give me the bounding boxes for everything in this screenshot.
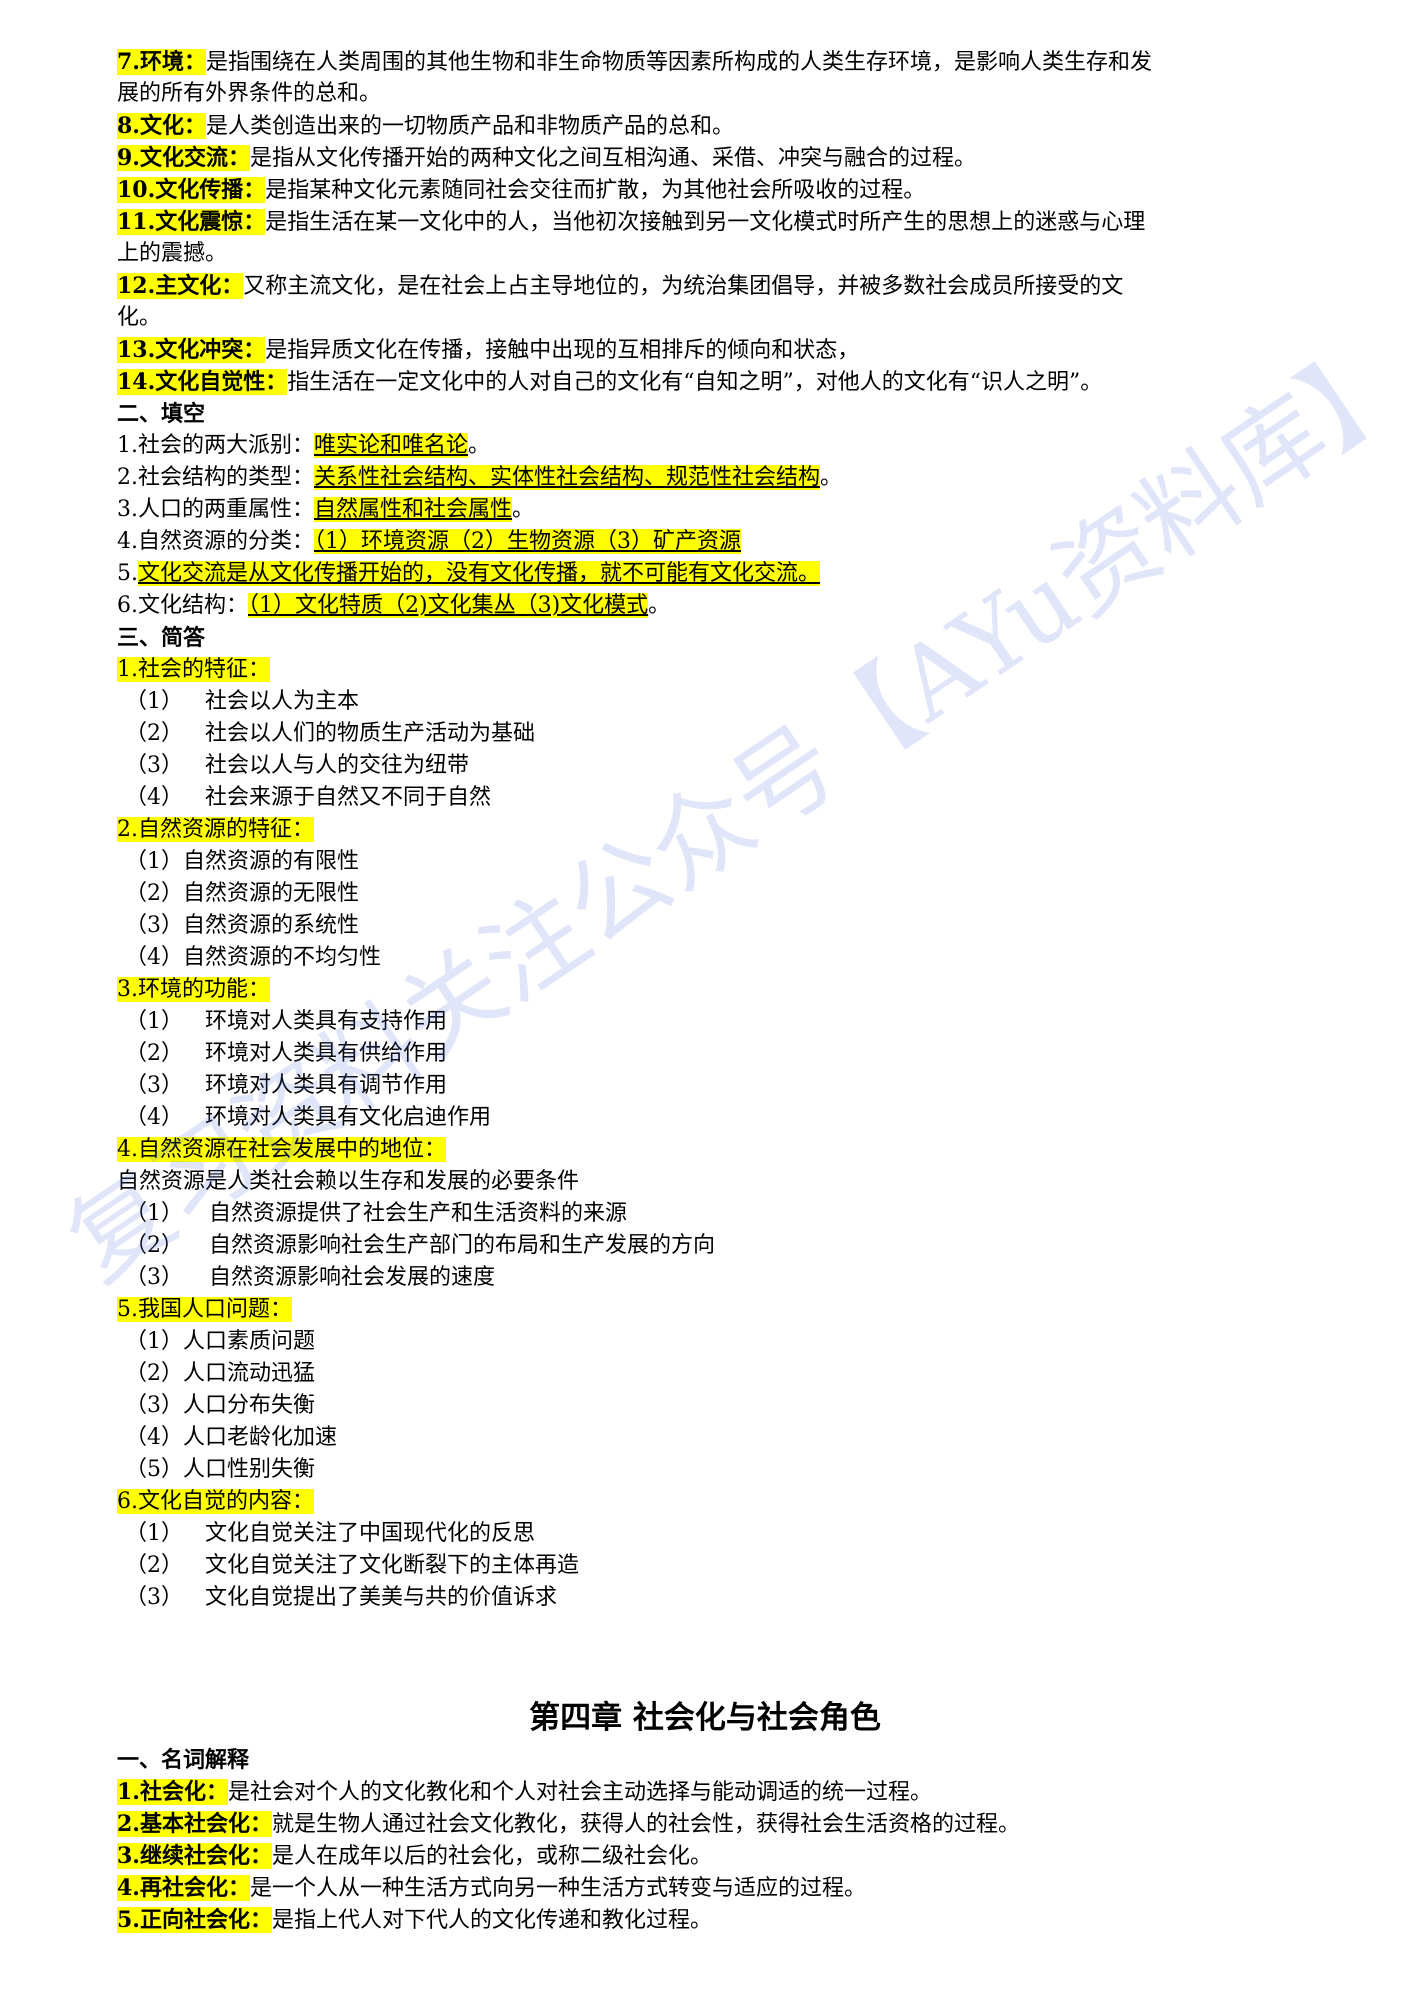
term-definition: 是指围绕在人类周围的其他生物和非生命物质等因素所构成的人类生存环境，是影响人类生…: [205, 50, 1152, 75]
term-7: 7.环境：是指围绕在人类周围的其他生物和非生命物质等因素所构成的人类生存环境，是…: [117, 46, 1152, 79]
fill-answer: 文化交流是从文化传播开始的，没有文化传播，就不可能有文化交流。: [138, 561, 821, 586]
term-label: 1.社会化：: [117, 1779, 228, 1805]
short-section-title-6: 6.文化自觉的内容：: [117, 1489, 314, 1514]
fill-item-3: 3.人口的两重属性：自然属性和社会属性。: [117, 497, 535, 522]
fill-item-1: 1.社会的两大派别：唯实论和唯名论。: [117, 433, 491, 458]
fill-answer: 唯实论和唯名论: [314, 433, 469, 458]
term-12-cont: 化。: [117, 305, 162, 330]
list-item: （4）自然资源的不均匀性: [125, 945, 382, 970]
term-label: 5.正向社会化：: [117, 1907, 272, 1933]
term-9: 9.文化交流：是指从文化传播开始的两种文化之间互相沟通、采借、冲突与融合的过程。: [117, 142, 976, 175]
term-10: 10.文化传播：是指某种文化元素随同社会交往而扩散，为其他社会所吸收的过程。: [117, 174, 925, 207]
short-section-title-5: 5.我国人口问题：: [117, 1297, 292, 1322]
term-label: 10.文化传播：: [117, 177, 266, 203]
list-item: （3）环境对人类具有调节作用: [125, 1073, 448, 1098]
fill-item-2: 2.社会结构的类型：关系性社会结构、实体性社会结构、规范性社会结构。: [117, 465, 843, 490]
term-label: 11.文化震惊：: [117, 209, 266, 235]
term-label: 14.文化自觉性：: [117, 369, 288, 395]
list-item: （3）人口分布失衡: [125, 1393, 316, 1418]
term-12: 12.主文化：又称主流文化，是在社会上占主导地位的，为统治集团倡导，并被多数社会…: [117, 270, 1123, 303]
list-item: （1）文化自觉关注了中国现代化的反思: [125, 1521, 536, 1546]
list-item: （3）自然资源影响社会发展的速度: [125, 1265, 496, 1290]
term-definition: 指生活在一定文化中的人对自己的文化有“自知之明”，对他人的文化有“识人之明”。: [287, 370, 1103, 395]
term-label: 7.环境：: [117, 49, 206, 75]
list-item: （2）人口流动迅猛: [125, 1361, 316, 1386]
list-item: （1）社会以人为主本: [125, 689, 360, 714]
term-definition: 是指从文化传播开始的两种文化之间互相沟通、采借、冲突与融合的过程。: [249, 146, 976, 171]
list-item: （4）人口老龄化加速: [125, 1425, 338, 1450]
short-section-title-4: 4.自然资源在社会发展中的地位：: [117, 1137, 446, 1162]
list-item: （1）环境对人类具有支持作用: [125, 1009, 448, 1034]
fill-answer: 关系性社会结构、实体性社会结构、规范性社会结构: [314, 465, 821, 490]
term-definition: 是指上代人对下代人的文化传递和教化过程。: [271, 1908, 712, 1933]
short-section-title-2: 2.自然资源的特征：: [117, 817, 314, 842]
term-definition: 又称主流文化，是在社会上占主导地位的，为统治集团倡导，并被多数社会成员所接受的文: [243, 274, 1124, 299]
ch4-term-1: 1.社会化：是社会对个人的文化教化和个人对社会主动选择与能动调适的统一过程。: [117, 1776, 932, 1809]
fill-item-4: 4.自然资源的分类：（1）环境资源（2）生物资源（3）矿产资源: [117, 529, 741, 554]
list-item: （2）社会以人们的物质生产活动为基础: [125, 721, 536, 746]
list-item: （1）人口素质问题: [125, 1329, 316, 1354]
term-definition: 是指生活在某一文化中的人，当他初次接触到另一文化模式时所产生的思想上的迷惑与心理: [265, 210, 1146, 235]
short-section-title-1: 1.社会的特征：: [117, 657, 270, 682]
term-11-cont: 上的震撼。: [117, 241, 228, 266]
list-item: （2）环境对人类具有供给作用: [125, 1041, 448, 1066]
short-heading: 三、简答: [117, 625, 206, 651]
list-item: （4）社会来源于自然又不同于自然: [125, 785, 492, 810]
term-label: 3.继续社会化：: [117, 1843, 272, 1869]
fill-answer: （1）文化特质（2)文化集丛（3)文化模式: [248, 593, 649, 618]
fill-answer: （1）环境资源（2）生物资源（3）矿产资源: [314, 529, 741, 554]
term-label: 4.再社会化：: [117, 1875, 250, 1901]
ch4-term-3: 3.继续社会化：是人在成年以后的社会化，或称二级社会化。: [117, 1840, 712, 1873]
ch4-term-2: 2.基本社会化：就是生物人通过社会文化教化，获得人的社会性，获得社会生活资格的过…: [117, 1808, 1020, 1841]
fill-item-6: 6.文化结构：（1）文化特质（2)文化集丛（3)文化模式。: [117, 593, 671, 618]
list-item: （1）自然资源的有限性: [125, 849, 360, 874]
fill-item-5: 5.文化交流是从文化传播开始的，没有文化传播，就不可能有文化交流。: [117, 561, 821, 586]
list-item: （2）自然资源的无限性: [125, 881, 360, 906]
term-label: 9.文化交流：: [117, 145, 250, 171]
term-label: 8.文化：: [117, 113, 206, 139]
list-item: （1）自然资源提供了社会生产和生活资料的来源: [125, 1201, 628, 1226]
list-item: （3）文化自觉提出了美美与共的价值诉求: [125, 1585, 558, 1610]
term-definition: 是社会对个人的文化教化和个人对社会主动选择与能动调适的统一过程。: [227, 1780, 932, 1805]
list-item: （3）社会以人与人的交往为纽带: [125, 753, 470, 778]
term-7-cont: 展的所有外界条件的总和。: [117, 81, 382, 106]
term-label: 12.主文化：: [117, 273, 244, 299]
list-item: （4）环境对人类具有文化启迪作用: [125, 1105, 492, 1130]
ch4-term-5: 5.正向社会化：是指上代人对下代人的文化传递和教化过程。: [117, 1904, 712, 1937]
term-definition: 就是生物人通过社会文化教化，获得人的社会性，获得社会生活资格的过程。: [271, 1812, 1020, 1837]
term-label: 13.文化冲突：: [117, 337, 266, 363]
section-intro: 自然资源是人类社会赖以生存和发展的必要条件: [117, 1169, 580, 1194]
list-item: （5）人口性别失衡: [125, 1457, 316, 1482]
term-13: 13.文化冲突：是指异质文化在传播，接触中出现的互相排斥的倾向和状态，: [117, 334, 859, 367]
fill-answer: 自然属性和社会属性: [314, 497, 513, 522]
short-section-title-3: 3.环境的功能：: [117, 977, 270, 1002]
term-definition: 是人类创造出来的一切物质产品和非物质产品的总和。: [205, 114, 734, 139]
term-14: 14.文化自觉性：指生活在一定文化中的人对自己的文化有“自知之明”，对他人的文化…: [117, 366, 1102, 399]
term-definition: 是指异质文化在传播，接触中出现的互相排斥的倾向和状态，: [265, 338, 860, 363]
list-item: （3）自然资源的系统性: [125, 913, 360, 938]
term-11: 11.文化震惊：是指生活在某一文化中的人，当他初次接触到另一文化模式时所产生的思…: [117, 206, 1145, 239]
list-item: （2）文化自觉关注了文化断裂下的主体再造: [125, 1553, 580, 1578]
term-label: 2.基本社会化：: [117, 1811, 272, 1837]
term-definition: 是一个人从一种生活方式向另一种生活方式转变与适应的过程。: [249, 1876, 866, 1901]
ch4-term-4: 4.再社会化：是一个人从一种生活方式向另一种生活方式转变与适应的过程。: [117, 1872, 866, 1905]
fill-heading: 二、填空: [117, 401, 206, 427]
chapter-title: 第四章 社会化与社会角色: [529, 1700, 881, 1736]
term-definition: 是指某种文化元素随同社会交往而扩散，为其他社会所吸收的过程。: [265, 178, 926, 203]
term-definition: 是人在成年以后的社会化，或称二级社会化。: [271, 1844, 712, 1869]
term-8: 8.文化：是人类创造出来的一切物质产品和非物质产品的总和。: [117, 110, 734, 143]
ch4-heading: 一、名词解释: [117, 1747, 250, 1773]
list-item: （2）自然资源影响社会生产部门的布局和生产发展的方向: [125, 1233, 716, 1258]
